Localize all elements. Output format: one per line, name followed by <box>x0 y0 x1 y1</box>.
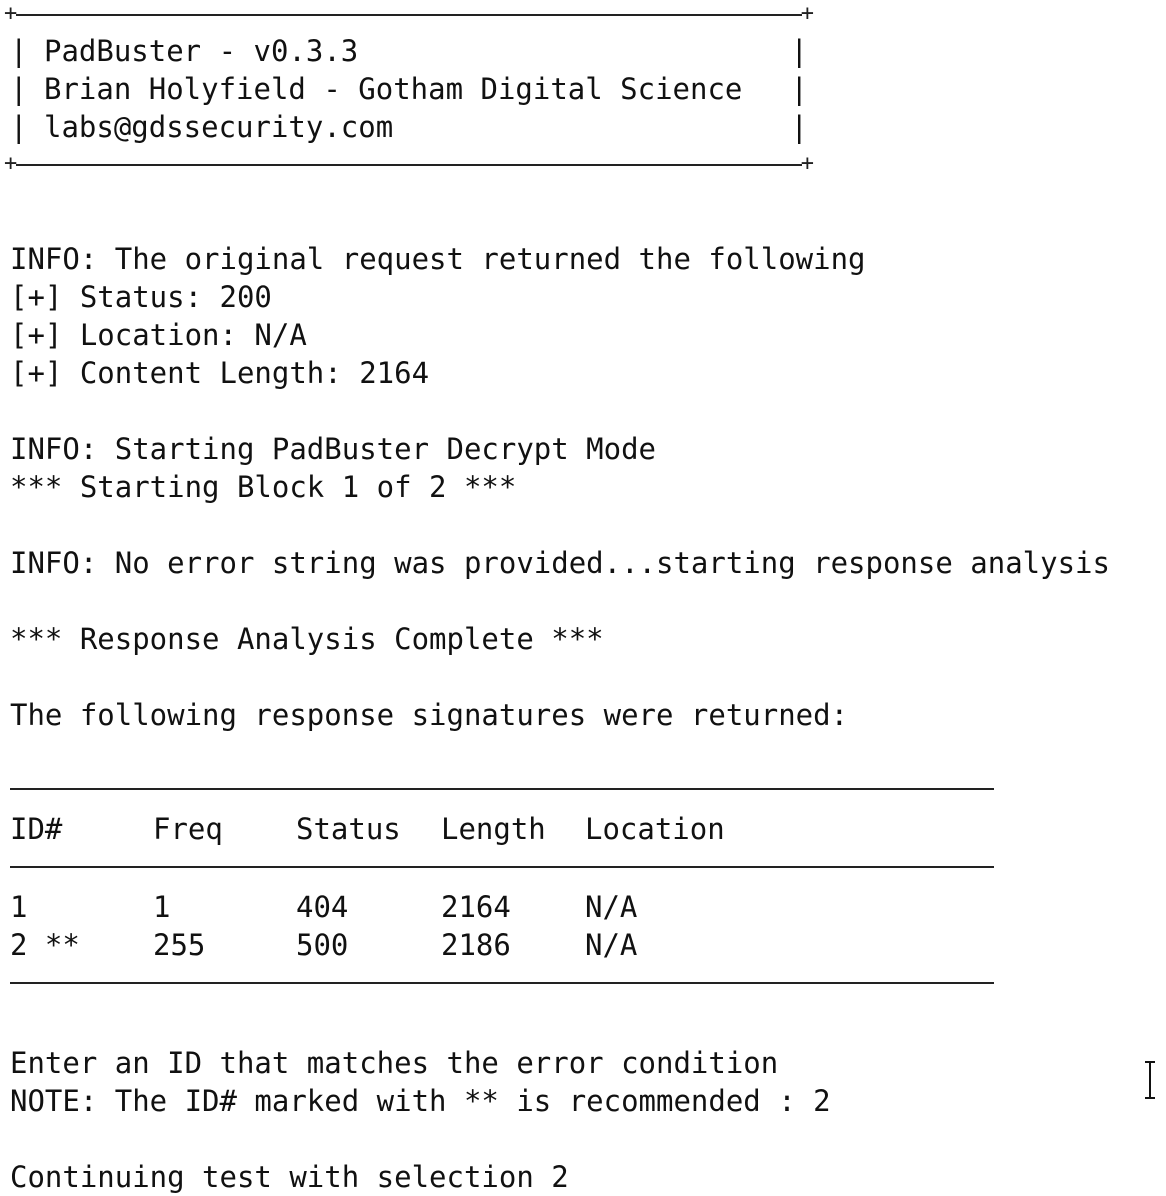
signatures-intro: The following response signatures were r… <box>10 698 849 732</box>
banner-bar-left: | <box>10 72 28 106</box>
banner-bar-left: | <box>10 34 28 68</box>
banner-line: | Brian Holyfield - Gotham Digital Scienc… <box>10 70 808 108</box>
table-cell: 2 ** <box>10 928 80 962</box>
note-line: NOTE: The ID# marked with ** is recommen… <box>10 1084 831 1118</box>
info-no-error-string: INFO: No error string was provided...sta… <box>10 546 1110 580</box>
banner-corner: + <box>800 1 814 26</box>
table-cell: 1 <box>10 890 28 924</box>
banner-corner: + <box>800 151 814 176</box>
analysis-complete-line: *** Response Analysis Complete *** <box>10 622 604 656</box>
banner-bar-left: | <box>10 110 28 144</box>
banner-bar-right: | <box>790 72 808 106</box>
table-cell: N/A <box>585 890 638 924</box>
banner-bottom-border <box>16 164 802 166</box>
block-start-line: *** Starting Block 1 of 2 *** <box>10 470 517 504</box>
prompt-line: Enter an ID that matches the error condi… <box>10 1046 779 1080</box>
banner-email: labs@gdssecurity.com <box>44 110 394 144</box>
table-row: 2 ** 255 500 2186 N/A <box>10 926 1160 964</box>
table-header-cell: Status <box>296 812 401 846</box>
table-cell: 1 <box>153 890 171 924</box>
table-header-cell: Freq <box>153 812 223 846</box>
table-header-cell: Location <box>585 812 725 846</box>
table-cell: N/A <box>585 928 638 962</box>
continuing-line: Continuing test with selection 2 <box>10 1160 569 1194</box>
content-length-line: [+] Content Length: 2164 <box>10 356 430 390</box>
banner-author: Brian Holyfield - Gotham Digital Science <box>44 72 743 106</box>
table-header-row: ID# Freq Status Length Location <box>10 810 1160 848</box>
banner-top-border <box>16 14 802 16</box>
info-start-decrypt: INFO: Starting PadBuster Decrypt Mode <box>10 432 657 466</box>
table-cell: 255 <box>153 928 206 962</box>
table-rule-bottom <box>10 982 994 984</box>
banner-title: PadBuster - v0.3.3 <box>44 34 359 68</box>
table-rule-middle <box>10 866 994 868</box>
table-cell: 2186 <box>441 928 511 962</box>
banner-line: | PadBuster - v0.3.3 | <box>10 32 808 70</box>
table-cell: 2164 <box>441 890 511 924</box>
banner-corner: + <box>4 1 18 26</box>
location-line: [+] Location: N/A <box>10 318 307 352</box>
banner-corner: + <box>4 151 18 176</box>
info-original-request: INFO: The original request returned the … <box>10 242 866 276</box>
status-line: [+] Status: 200 <box>10 280 272 314</box>
table-header-cell: Length <box>441 812 546 846</box>
text-cursor-icon <box>1142 1060 1158 1100</box>
banner-bar-right: | <box>790 34 808 68</box>
banner-text: | PadBuster - v0.3.3 | | Brian Holyfield - … <box>10 32 808 146</box>
banner-bar-right: | <box>790 110 808 144</box>
table-cell: 404 <box>296 890 349 924</box>
terminal-output: + + | PadBuster - v0.3.3 | | Brian Holyfiel… <box>4 0 1160 1196</box>
table-row: 1 1 404 2164 N/A <box>10 888 1160 926</box>
table-cell: 500 <box>296 928 349 962</box>
banner-line: | labs@gdssecurity.com | <box>10 108 808 146</box>
table-header-cell: ID# <box>10 812 63 846</box>
table-rule-top <box>10 788 994 790</box>
